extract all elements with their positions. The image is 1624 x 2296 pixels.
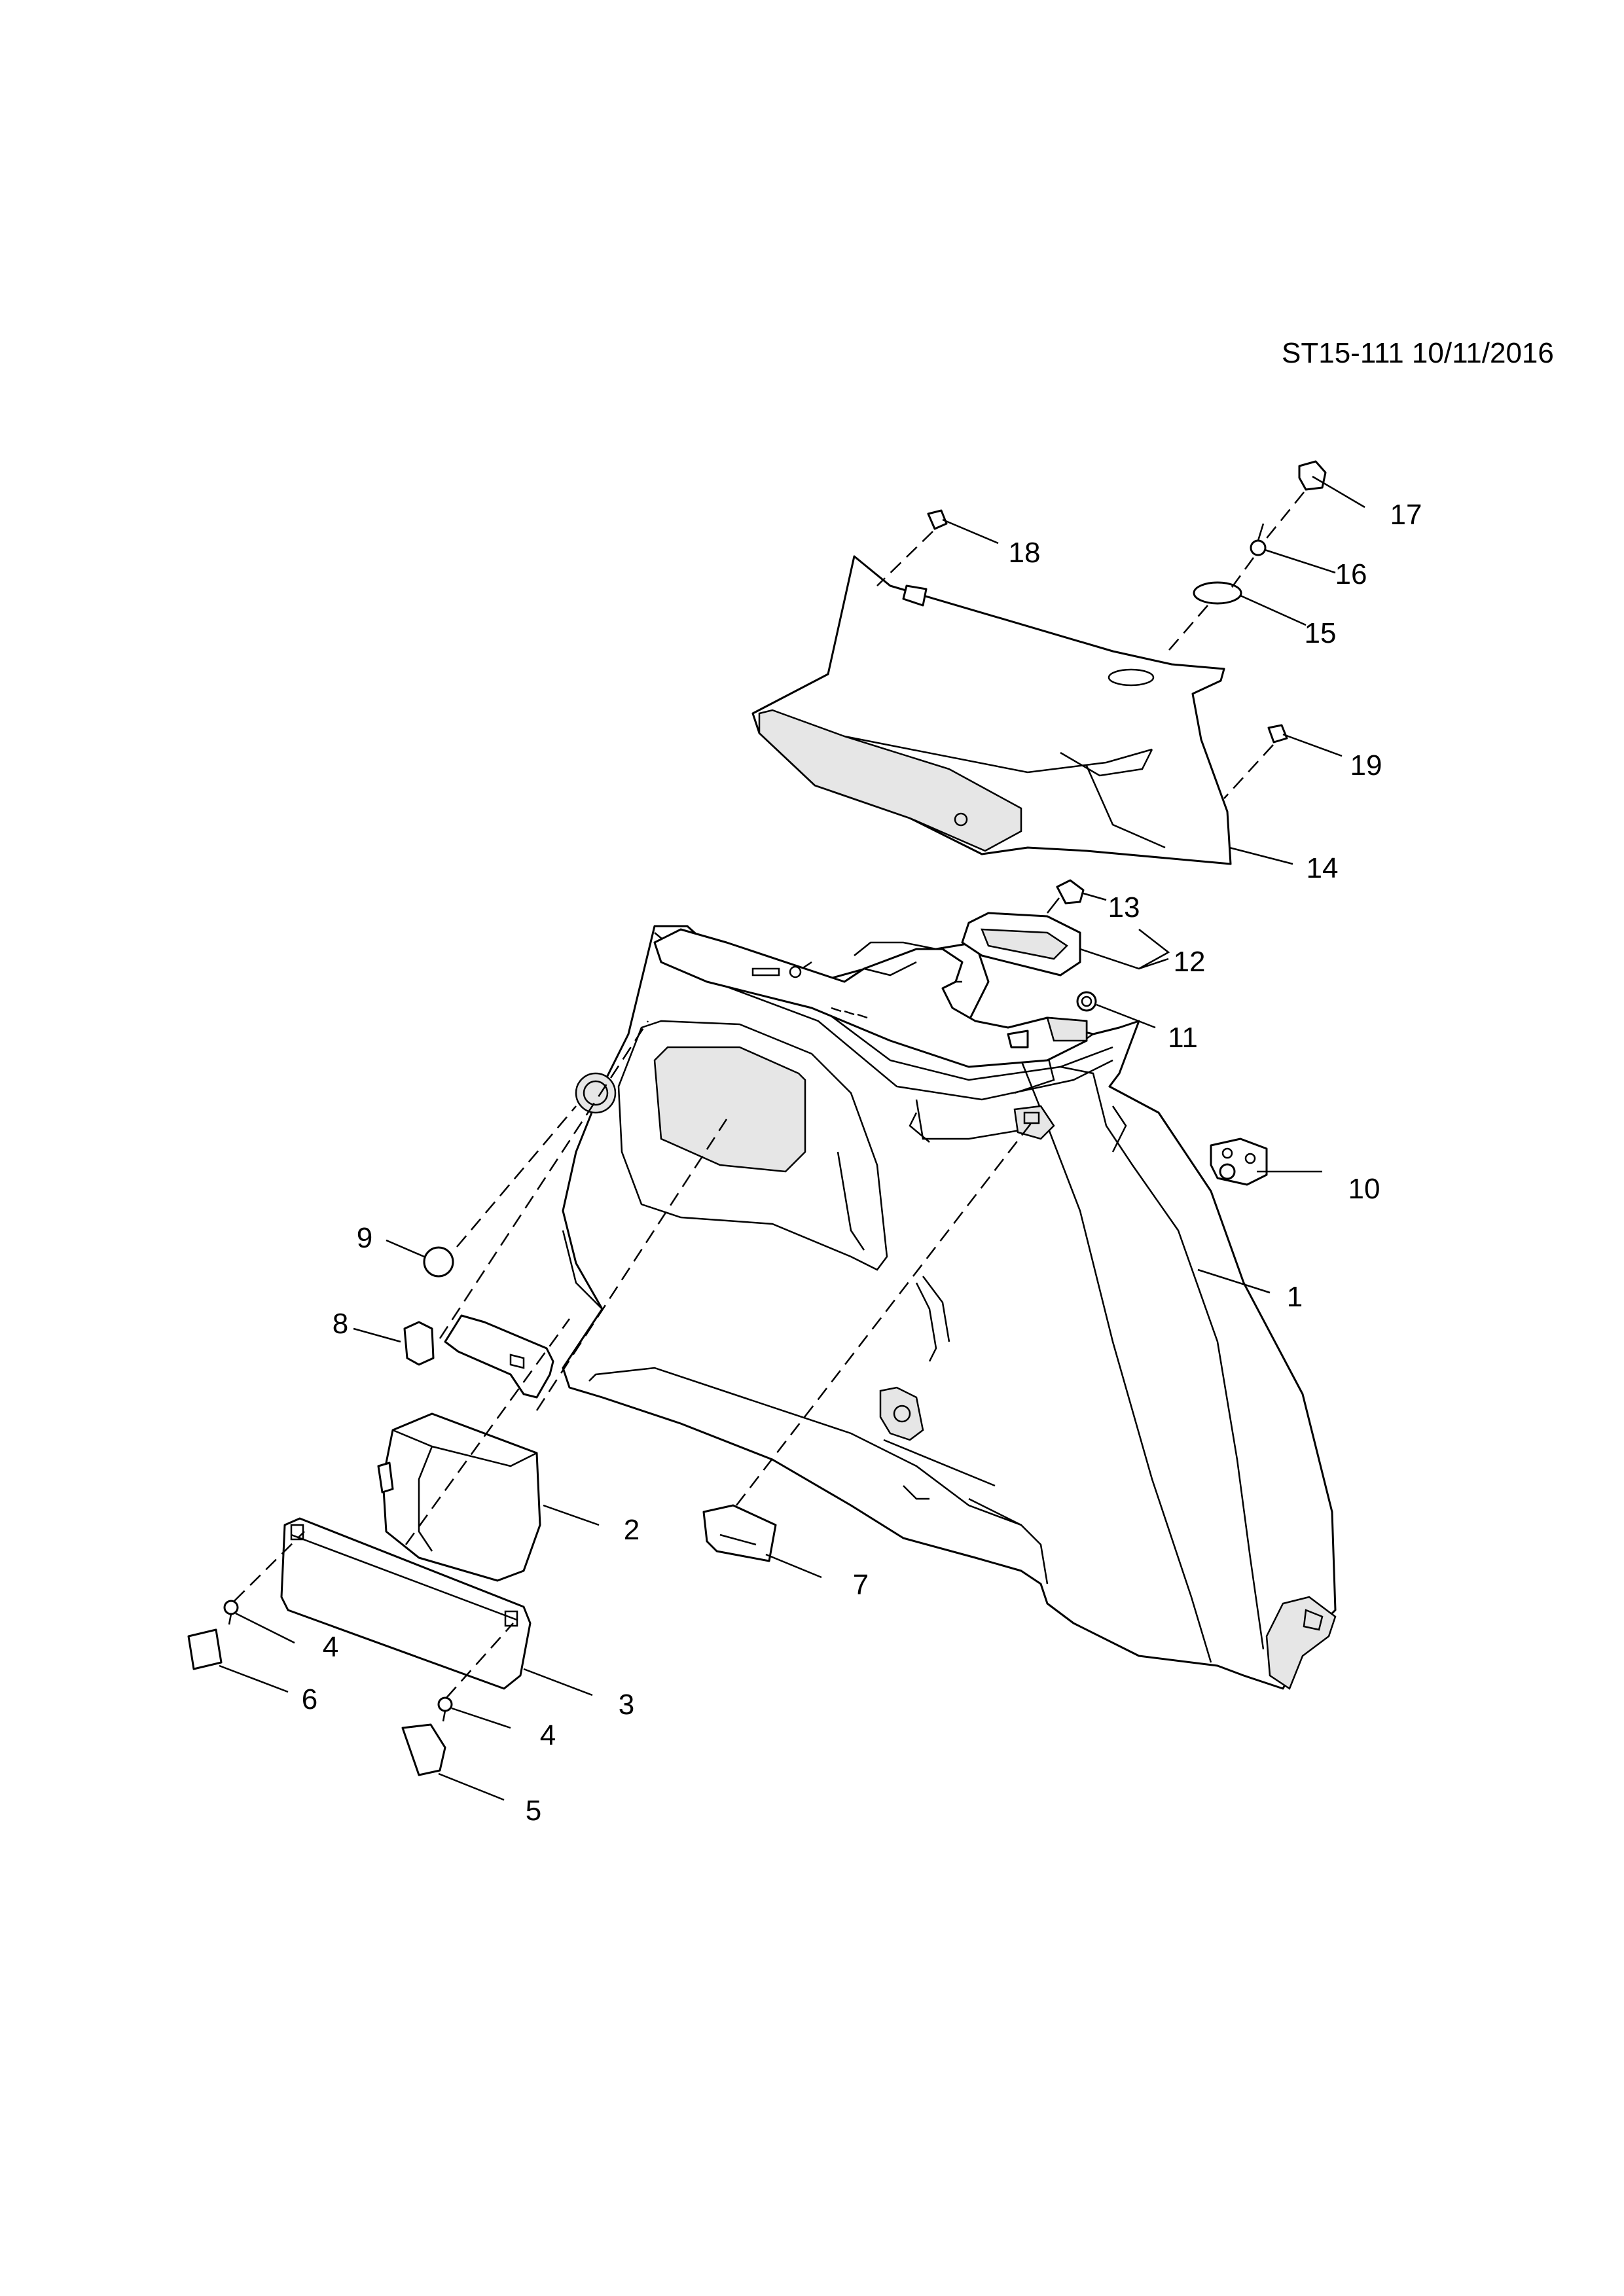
upper-shelf-bracket [653,928,1088,1068]
clip-top-right [1298,460,1327,491]
clip-18 [927,509,948,530]
screw-lower [437,1696,453,1722]
retainer-disc [1193,581,1242,605]
leader-lines [219,475,1365,1801]
callout-14: 14 [1306,852,1339,884]
light-housing [961,912,1081,977]
callout-4-lower: 4 [539,1719,556,1751]
callout-15: 15 [1304,617,1337,649]
callout-3: 3 [618,1689,635,1721]
upper-quarter-trim-panel [751,555,1232,865]
callout-5: 5 [525,1795,542,1827]
cover-plate [702,1504,777,1562]
push-clip [1076,991,1097,1012]
lower-quarter-trim-panel [562,925,1337,1690]
callout-9: 9 [356,1222,373,1254]
callout-12: 12 [1173,946,1206,978]
retainer-pin [1250,523,1267,556]
callout-7: 7 [852,1569,869,1601]
bulb [1047,879,1085,914]
callout-16: 16 [1335,558,1367,590]
callout-4-upper: 4 [322,1631,339,1663]
storage-box [377,1412,541,1582]
callout-8: 8 [332,1308,349,1340]
lower-bracket [444,1314,554,1399]
callout-19: 19 [1350,749,1382,781]
callout-13: 13 [1108,891,1140,924]
callout-18: 18 [1008,537,1041,569]
clip-19 [1267,724,1288,744]
callout-2: 2 [623,1514,640,1546]
callout-17: 17 [1390,499,1422,531]
callout-1: 1 [1286,1281,1303,1313]
screw-upper [223,1600,239,1625]
clip-cover [403,1321,435,1366]
end-cap [187,1628,223,1670]
access-cover [280,1517,532,1690]
tie-down-anchor [1210,1138,1268,1186]
drawing-reference: ST15-111 10/11/2016 [1282,337,1554,369]
callout-11: 11 [1168,1022,1198,1054]
screw-cover [401,1723,446,1776]
assembly-lines [234,492,1305,1698]
plug-cap [423,1246,454,1278]
callout-10: 10 [1348,1173,1380,1205]
callout-6: 6 [301,1683,318,1715]
